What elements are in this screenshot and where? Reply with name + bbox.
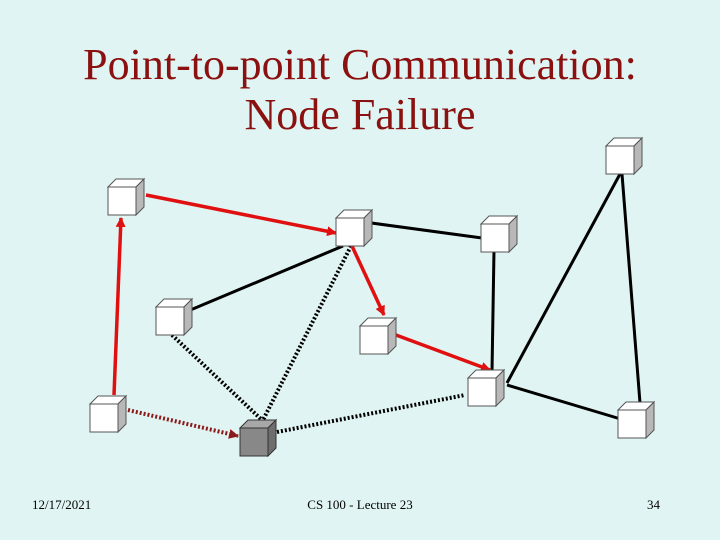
node-center [334,208,374,248]
edge-center-to-right-upper [363,220,483,240]
edge-top-right-to-bottom-right [620,173,642,404]
dashed-edge-center-to-failed [261,245,353,421]
red-arrow-middle-to-right-mid [395,333,491,372]
node-right-mid [466,368,506,408]
footer-page-number: 34 [647,497,660,512]
node-top-left [106,177,146,217]
title-line-1: Point-to-point Communication: [83,40,637,89]
red-arrow-top-left-to-center [145,193,337,237]
failed-node-edges [127,245,466,439]
red-arrow-bottom-left-to-top-left [112,217,126,396]
node-top-right [604,136,644,176]
edge-right-mid-to-bottom-right [506,383,625,422]
footer-date: 12/17/2021 [32,497,92,512]
footer-course: CS 100 - Lecture 23 [307,497,413,512]
node-failed [238,418,278,458]
node-bottom-left [88,394,128,434]
edge-top-right-to-right-mid [505,173,622,384]
normal-edges [187,173,642,422]
dashed-edge-left-mid-to-failed [170,333,264,422]
dashed-arrow-to-failed-node [127,408,239,439]
dashed-edge-failed-to-right-mid [276,393,466,434]
node-right-upper [479,214,519,254]
slide-title: Point-to-point Communication: Node Failu… [0,40,720,140]
node-bottom-right [616,400,656,440]
red-path [112,193,491,396]
red-arrow-center-to-middle [350,245,386,316]
title-line-2: Node Failure [244,90,476,139]
node-left-mid [154,297,194,337]
edge-right-upper-to-right-mid [490,249,496,373]
edge-center-to-left-mid [187,244,344,313]
node-middle [358,316,398,356]
